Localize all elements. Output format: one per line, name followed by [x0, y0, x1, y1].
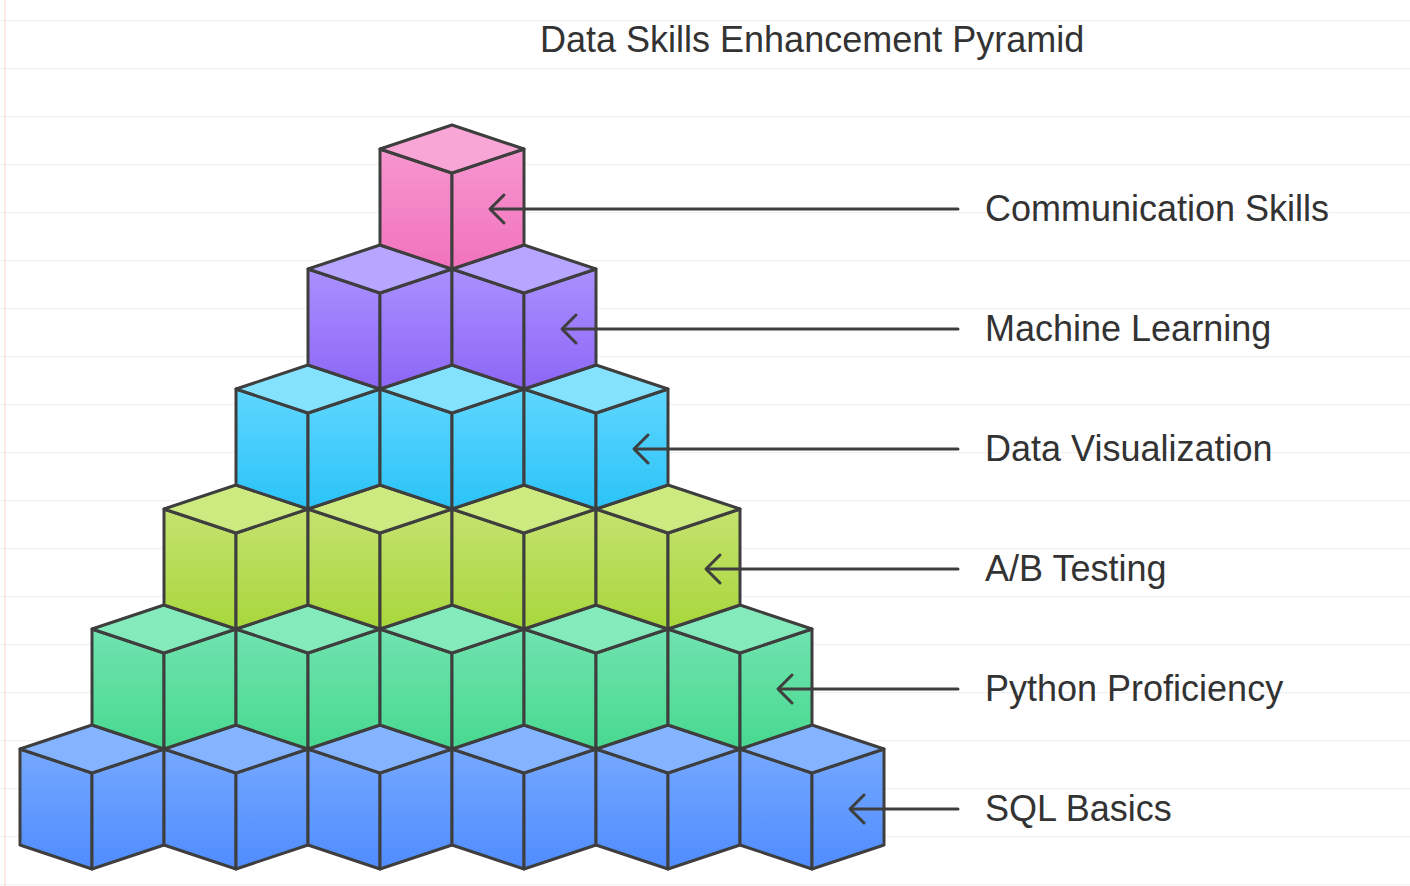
arrow-head [634, 435, 648, 463]
cube [236, 365, 380, 509]
cube [380, 605, 524, 749]
arrow-head [778, 675, 792, 703]
cube [740, 725, 884, 869]
cube [92, 605, 236, 749]
cube [20, 725, 164, 869]
leader-arrow [562, 315, 958, 343]
cube [596, 485, 740, 629]
cube [380, 365, 524, 509]
leader-arrow [634, 435, 958, 463]
leader-line [708, 568, 958, 571]
cube [308, 485, 452, 629]
tier-label: Machine Learning [985, 307, 1271, 350]
tier-label: Data Visualization [985, 427, 1273, 470]
leader-line [780, 688, 958, 691]
leader-line [852, 808, 958, 811]
diagram-title: Data Skills Enhancement Pyramid [540, 18, 1084, 61]
cube [380, 125, 524, 269]
cube [524, 365, 668, 509]
cube [596, 725, 740, 869]
leader-arrow [778, 675, 958, 703]
arrow-head [850, 795, 864, 823]
arrow-head [706, 555, 720, 583]
arrow-head [490, 195, 504, 223]
cube-top-face [380, 125, 524, 173]
leader-line [564, 328, 958, 331]
cube [668, 605, 812, 749]
leader-arrow [490, 195, 958, 223]
cube [524, 605, 668, 749]
leader-line [492, 208, 958, 211]
cube [308, 725, 452, 869]
tier-label: A/B Testing [985, 547, 1166, 590]
arrow-head [562, 315, 576, 343]
cube [452, 485, 596, 629]
cube [164, 485, 308, 629]
tier-label: SQL Basics [985, 787, 1172, 830]
tier-label: Python Proficiency [985, 667, 1283, 710]
cube [452, 725, 596, 869]
leader-arrow [706, 555, 958, 583]
cube [236, 605, 380, 749]
leader-line [636, 448, 958, 451]
leader-arrow [850, 795, 958, 823]
cube [452, 245, 596, 389]
cube [164, 725, 308, 869]
cube [308, 245, 452, 389]
tier-label: Communication Skills [985, 187, 1329, 230]
